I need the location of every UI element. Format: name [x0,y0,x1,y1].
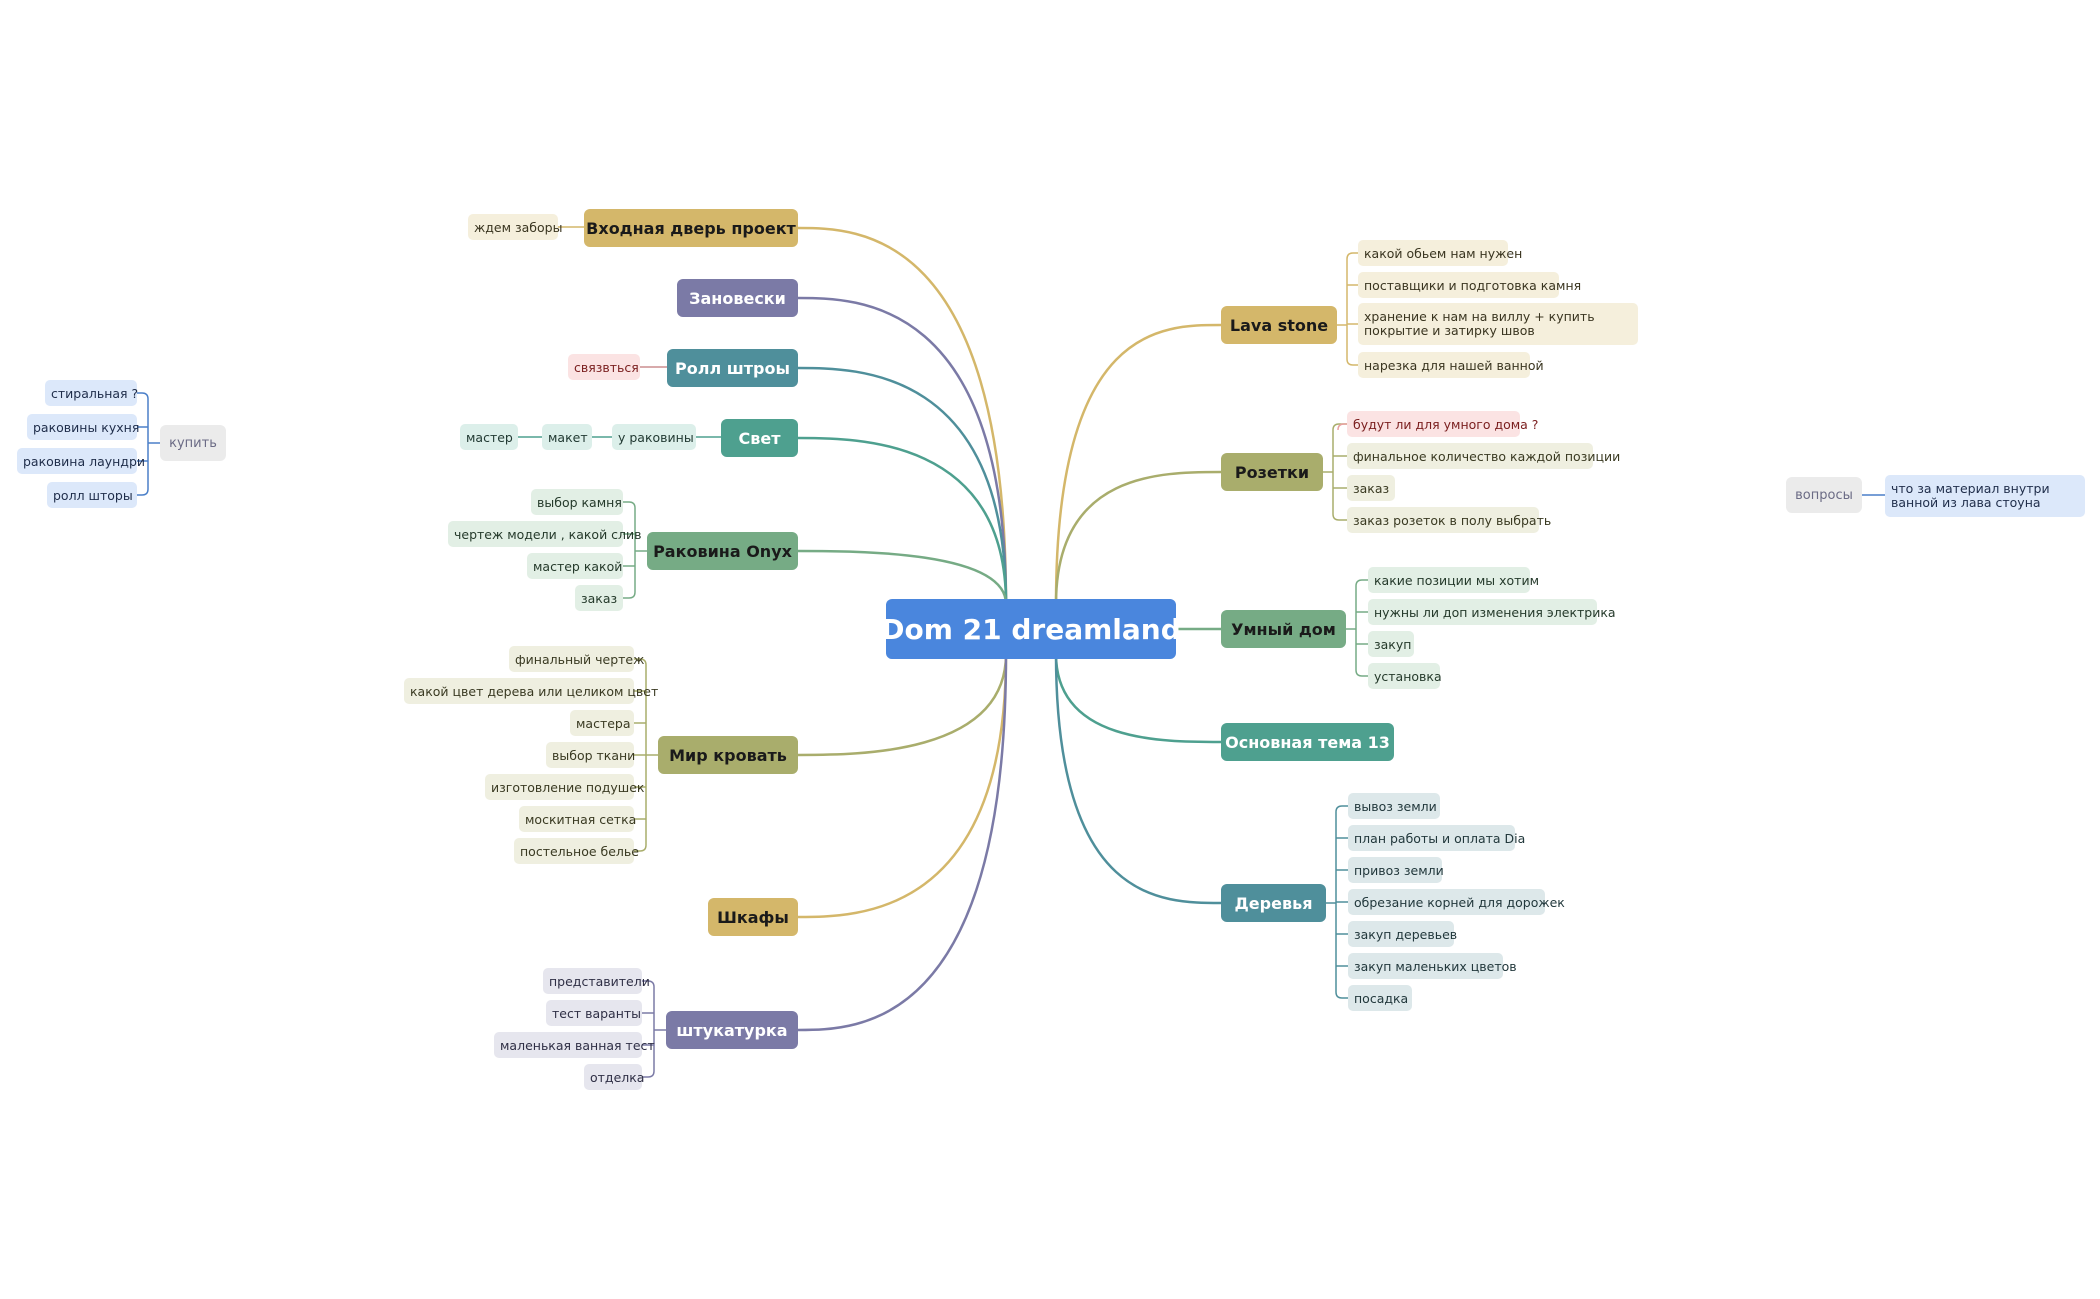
subtopic[interactable]: изготовление подушек [485,774,644,800]
subtopic[interactable]: у раковины [612,424,696,450]
connector [1355,579,1368,587]
subtopic[interactable]: выбор ткани [546,742,635,768]
connector [634,658,647,666]
subtopic[interactable]: финальное количество каждой позиции [1347,443,1620,469]
connector [137,392,149,400]
floating-topic-buy[interactable]: купить [160,425,226,461]
connector [1335,805,1348,813]
topic-light[interactable]: Свет [721,419,798,457]
subtopic[interactable]: чертеж модели , какой слив [448,521,642,547]
subtopic[interactable]: маленькая ванная тест [494,1032,655,1058]
topic-entrance-door[interactable]: Входная дверь проект [584,209,798,247]
subtopic[interactable]: ролл шторы [47,482,137,508]
connector [634,844,647,852]
subtopic[interactable]: какие позиции мы хотим [1368,567,1539,593]
subtopic[interactable]: закуп [1368,631,1414,657]
connector [797,653,1008,757]
connector [1346,358,1358,366]
connector [1337,423,1347,431]
subtopic[interactable]: привоз земли [1348,857,1444,883]
subtopic[interactable]: закуп деревьев [1348,921,1457,947]
topic-wardrobes[interactable]: Шкафы [708,898,798,936]
subtopic[interactable]: мастер [460,424,518,450]
subtopic[interactable]: закуп маленьких цветов [1348,953,1517,979]
subtopic[interactable]: заказ [575,585,623,611]
connector [797,549,1008,605]
subtopic[interactable]: хранение к нам на виллу + купить покрыти… [1358,303,1638,345]
subtopic[interactable]: москитная сетка [519,806,636,832]
connector [1332,423,1347,431]
subtopic[interactable]: мастер какой [527,553,623,579]
subtopic[interactable]: заказ [1347,475,1395,501]
connector [797,436,1008,605]
subtopic[interactable]: поставщики и подготовка камня [1358,272,1581,298]
subtopic[interactable]: план работы и оплата Dia [1348,825,1525,851]
subtopic[interactable]: представители [543,968,650,994]
floating-topic-questions[interactable]: вопросы [1786,477,1862,513]
connector [1054,470,1222,605]
connector [1054,653,1222,744]
subtopic[interactable]: отделка [584,1064,644,1090]
connector [642,1070,655,1078]
topic-smart-home[interactable]: Умный дом [1221,610,1346,648]
subtopic[interactable]: что за материал внутри ванной из лава ст… [1885,475,2085,517]
subtopic[interactable]: выбор камня [531,489,623,515]
subtopic[interactable]: раковина лаундри [17,448,145,474]
connector [1054,323,1222,605]
subtopic[interactable]: обрезание корней для дорожек [1348,889,1565,915]
subtopic[interactable]: установка [1368,663,1442,689]
subtopic[interactable]: раковины кухня [27,414,139,440]
connector [1054,653,1222,905]
subtopic[interactable]: посадка [1348,985,1412,1011]
subtopic[interactable]: тест варанты [546,1000,642,1026]
subtopic[interactable]: нужны ли доп изменения электрика [1368,599,1616,625]
connector [137,488,149,496]
topic-sockets[interactable]: Розетки [1221,453,1323,491]
subtopic[interactable]: связвться [568,354,640,380]
connector [797,653,1008,919]
subtopic[interactable]: какой обьем нам нужен [1358,240,1522,266]
subtopic[interactable]: макет [542,424,592,450]
connector [797,366,1008,605]
central-topic[interactable]: Dom 21 dreamland [881,599,1181,659]
subtopic[interactable]: нарезка для нашей ванной [1358,352,1544,378]
topic-sink-onyx[interactable]: Раковина Onyx [647,532,798,570]
subtopic[interactable]: финальный чертеж [509,646,644,672]
subtopic[interactable]: стиральная ? [45,380,138,406]
subtopic[interactable]: постельное белье [514,838,639,864]
subtopic[interactable]: вывоз земли [1348,793,1440,819]
connector [797,296,1008,605]
connector [1346,252,1358,260]
connector [1332,513,1347,521]
topic-curtains[interactable]: Зановески [677,279,798,317]
connector [623,591,636,599]
connector [623,501,636,509]
subtopic[interactable]: ждем заборы [468,214,562,240]
topic-trees[interactable]: Деревья [1221,884,1326,922]
connector [797,226,1008,605]
subtopic[interactable]: заказ розеток в полу выбрать [1347,507,1551,533]
connector [1355,669,1368,677]
connector [797,653,1008,1032]
connector [1335,991,1348,999]
subtopic[interactable]: какой цвет дерева или целиком цвет [404,678,658,704]
connector [642,980,655,988]
topic-plaster[interactable]: штукатурка [666,1011,798,1049]
topic-main-13[interactable]: Основная тема 13 [1221,723,1394,761]
subtopic[interactable]: мастера [570,710,634,736]
topic-roller-blinds[interactable]: Ролл штроы [667,349,798,387]
topic-bed-world[interactable]: Мир кровать [658,736,798,774]
subtopic[interactable]: будут ли для умного дома ? [1347,411,1538,437]
topic-lava-stone[interactable]: Lava stone [1221,306,1337,344]
